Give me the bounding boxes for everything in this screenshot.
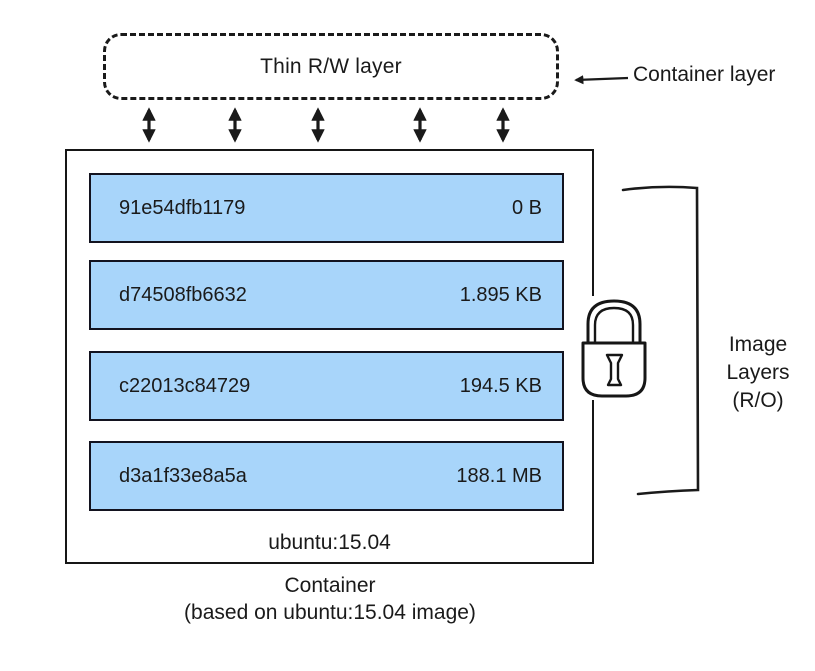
layer-id: 91e54dfb1179 xyxy=(119,196,246,219)
base-image-tag: ubuntu:15.04 xyxy=(268,531,391,554)
image-layer-row: d3a1f33e8a5a 188.1 MB xyxy=(89,441,564,511)
thin-rw-layer-box: Thin R/W layer xyxy=(103,33,559,100)
caption-line-2: (based on ubuntu:15.04 image) xyxy=(184,601,476,624)
thin-rw-layer-label: Thin R/W layer xyxy=(260,54,402,78)
image-layers-note: Image Layers (R/O) xyxy=(726,333,790,412)
container-layer-arrow xyxy=(574,75,629,85)
layer-id: d74508fb6632 xyxy=(119,283,247,306)
lock-icon xyxy=(581,296,648,400)
layer-size: 1.895 KB xyxy=(459,283,542,306)
layer-id: d3a1f33e8a5a xyxy=(119,464,247,487)
container-box: 91e54dfb1179 0 B d74508fb6632 1.895 KB c… xyxy=(65,149,594,564)
image-layer-row: c22013c84729 194.5 KB xyxy=(89,351,564,421)
diagram-caption: Container (based on ubuntu:15.04 image) xyxy=(60,572,600,626)
layer-size: 0 B xyxy=(511,196,542,219)
rw-arrows xyxy=(142,107,510,143)
container-layer-annotation: Container layer xyxy=(633,63,776,86)
layer-id: c22013c84729 xyxy=(119,374,251,397)
layer-size: 194.5 KB xyxy=(459,374,542,397)
image-layer-row: 91e54dfb1179 0 B xyxy=(89,173,564,243)
caption-line-1: Container xyxy=(284,574,376,597)
layer-size: 188.1 MB xyxy=(456,464,542,487)
image-layer-row: d74508fb6632 1.895 KB xyxy=(89,260,564,330)
